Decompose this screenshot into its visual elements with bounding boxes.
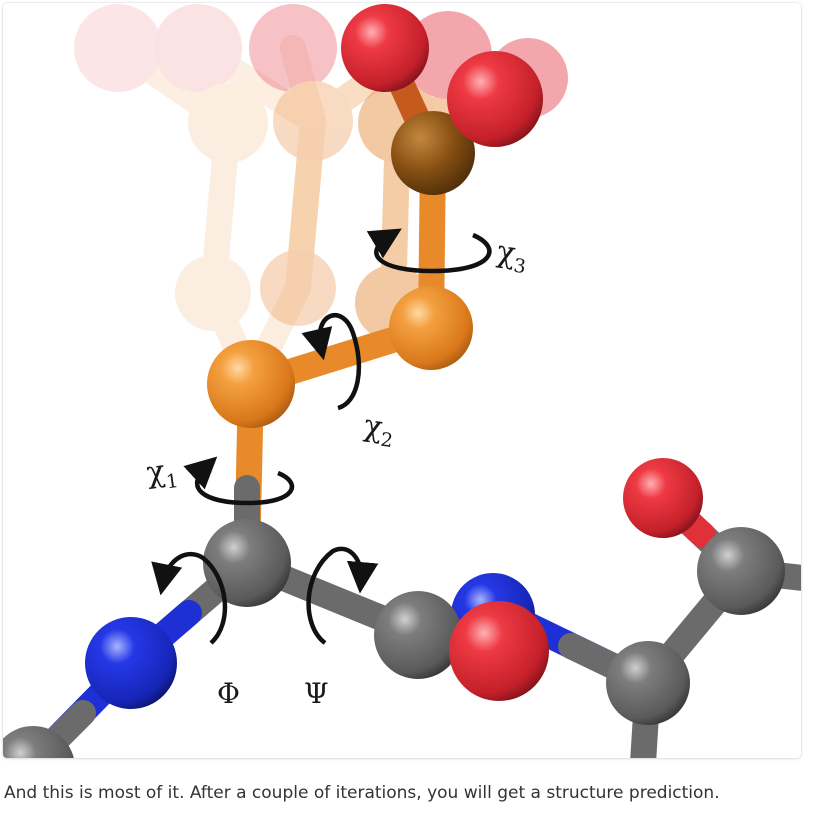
phi-label: Φ bbox=[217, 677, 240, 710]
carbon-atom bbox=[389, 286, 473, 370]
ghost-rotamers bbox=[74, 4, 326, 396]
carbon-atom bbox=[203, 519, 291, 607]
oxygen-atom bbox=[449, 601, 549, 701]
oxygen-atom bbox=[623, 458, 703, 538]
chi3-label: χ3 bbox=[494, 234, 530, 278]
rotation-arrows bbox=[151, 228, 492, 645]
carbon-atom bbox=[391, 111, 475, 195]
carbon-atom bbox=[606, 641, 690, 725]
psi-label: Ψ bbox=[304, 677, 329, 710]
phi-rotation-arrow-icon bbox=[151, 551, 228, 645]
psi-rotation-arrow-icon bbox=[306, 546, 379, 645]
chi2-rotation-arrow-icon bbox=[301, 313, 362, 411]
carbon-atom bbox=[3, 726, 74, 758]
chi3-rotation-arrow-icon bbox=[366, 228, 492, 274]
molecule-figure: χ3 χ2 χ1 Φ Ψ bbox=[3, 3, 801, 758]
oxygen-atom bbox=[447, 51, 543, 147]
chi1-rotation-arrow-icon bbox=[183, 456, 295, 506]
side-chain-rotation-diagram: χ3 χ2 χ1 Φ Ψ bbox=[3, 4, 801, 758]
figure-caption: And this is most of it. After a couple o… bbox=[4, 783, 720, 803]
atoms bbox=[3, 4, 785, 758]
carbon-atom bbox=[207, 340, 295, 428]
chi1-label: χ1 bbox=[144, 452, 180, 496]
chi2-label: χ2 bbox=[361, 408, 397, 452]
carbon-atom bbox=[697, 527, 785, 615]
carbon-atom bbox=[374, 591, 462, 679]
angle-labels: χ3 χ2 χ1 Φ Ψ bbox=[144, 234, 530, 710]
nitrogen-atom bbox=[85, 617, 177, 709]
oxygen-atom bbox=[341, 4, 429, 92]
